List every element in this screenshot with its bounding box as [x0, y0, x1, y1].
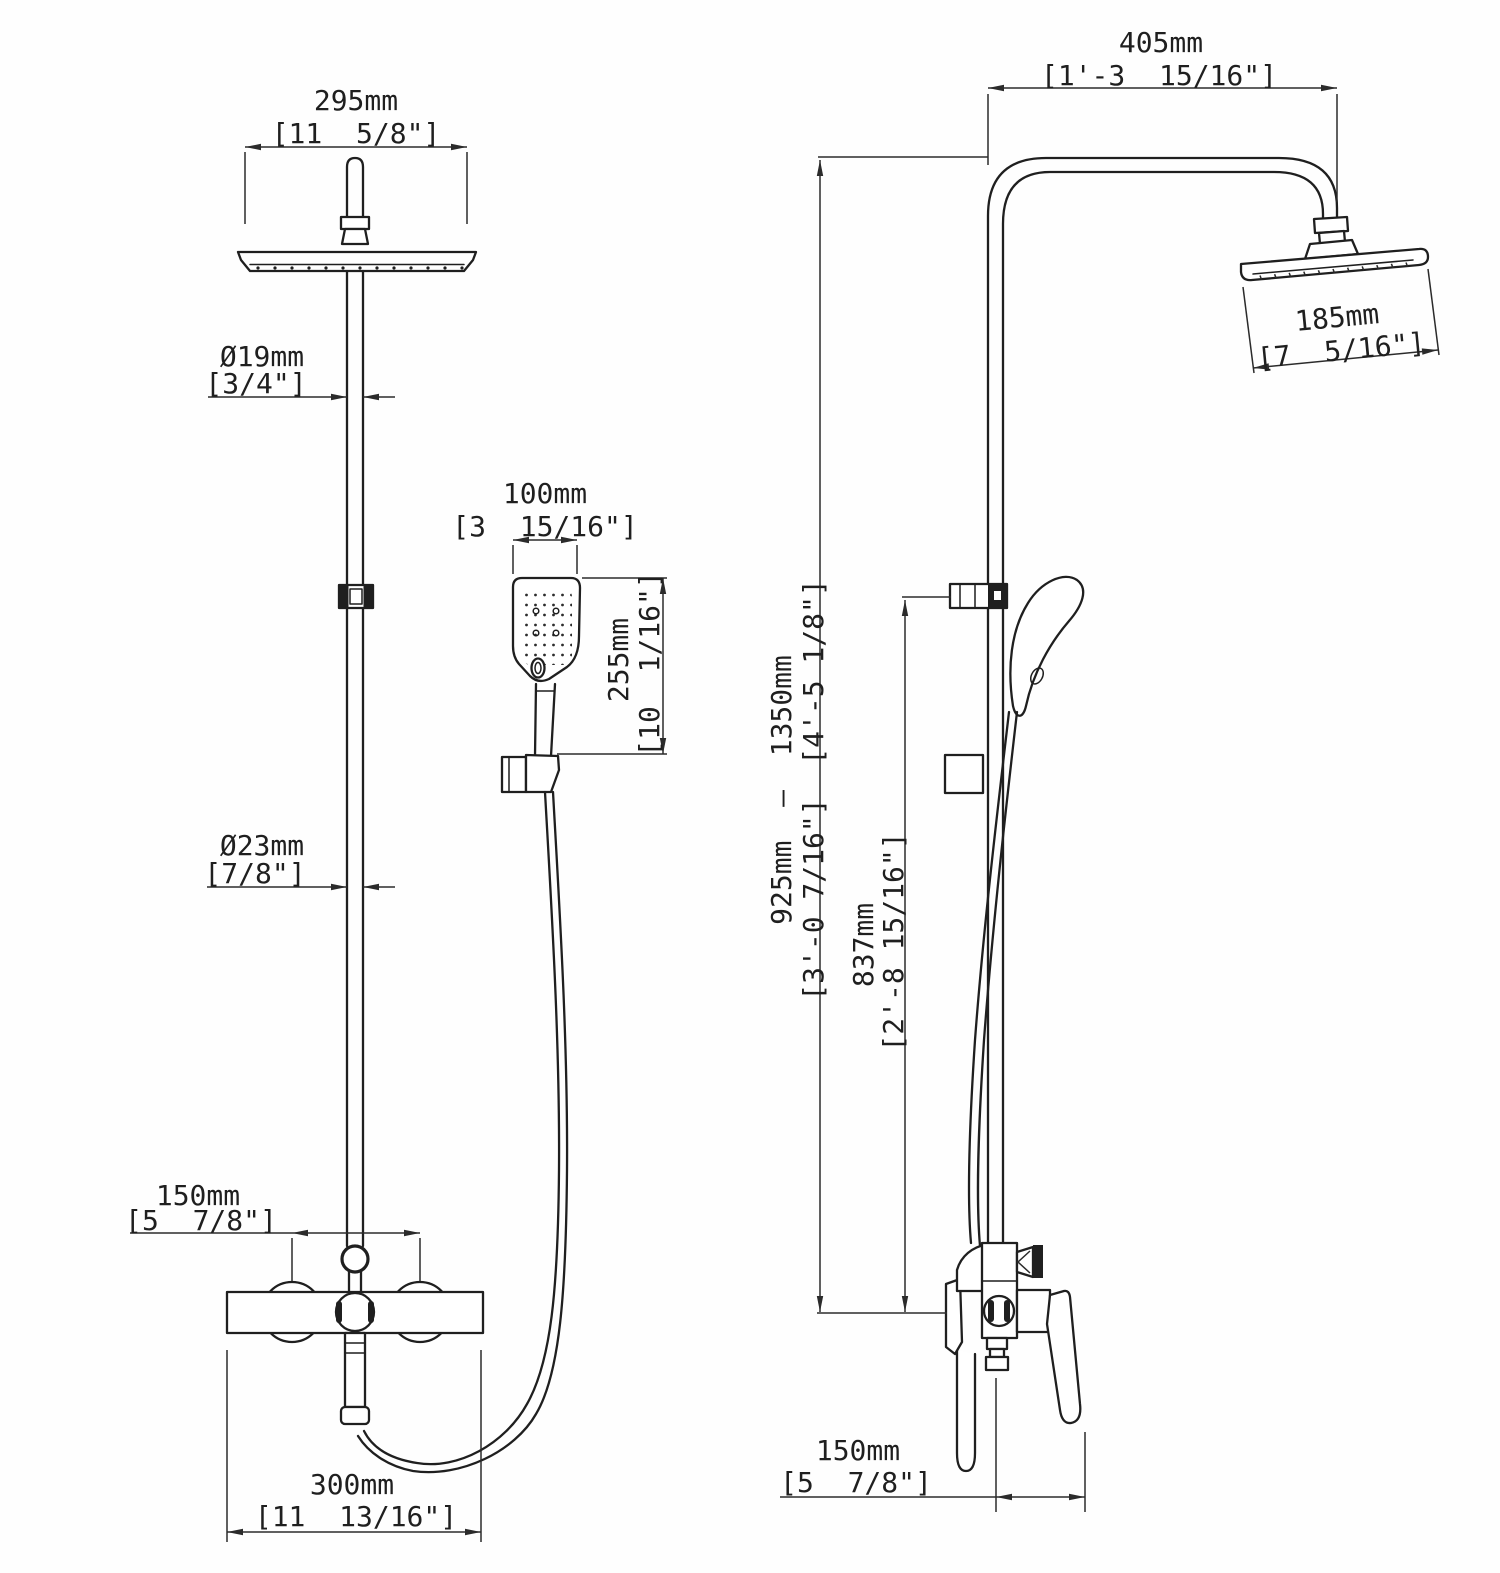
hose-side: [955, 710, 1019, 1473]
head-plate-side: [1239, 247, 1430, 282]
dim-hose-height-mm: 837mm: [847, 903, 880, 987]
dim-arm-diameter-in: [3/4"]: [205, 367, 306, 400]
dim-arm-reach-in: [1'-3 15/16"]: [1041, 59, 1277, 92]
dim-body-width-mm: 300mm: [310, 1468, 394, 1501]
dim-inlet-spacing-mm: 150mm: [156, 1179, 240, 1212]
side-view: 405mm [1'-3 15/16"] 185mm [7 5/16"] 925m…: [765, 26, 1440, 1512]
riser-pipe-front: [337, 269, 375, 1248]
lower-bracket-side: [943, 753, 985, 795]
dim-body-width-in: [11 13/16"]: [255, 1500, 457, 1533]
head-nozzle-ticks: [1259, 262, 1409, 280]
dim-head-width: 295mm [11 5/8"]: [244, 84, 468, 224]
dim-hand-shower-height: 255mm [10 1/16"]: [557, 571, 667, 757]
dim-spout-reach: 150mm [5 7/8"]: [780, 1378, 1086, 1512]
dim-hose-height: 837mm [2'-8 15/16"]: [847, 596, 951, 1312]
hose-nipple: [985, 1336, 1009, 1351]
arm-flare: [340, 227, 370, 246]
dim-height-range-in: [3'-0 7/16"] [4'-5 1/8"]: [797, 579, 830, 1000]
dim-arm-reach-mm: 405mm: [1119, 26, 1203, 59]
valve-outlet: [1015, 1245, 1035, 1279]
dim-hand-shower-width-mm: 100mm: [503, 477, 587, 510]
dim-arm-diameter-mm: Ø19mm: [220, 340, 304, 373]
slider-bracket-side: [948, 582, 1009, 610]
holder-clip: [524, 753, 561, 794]
dim-spout-reach-mm: 150mm: [816, 1434, 900, 1467]
hand-shower-spray-dots: [521, 587, 572, 665]
cartridge-hub: [1015, 1288, 1052, 1334]
dim-riser-diameter-in: [7/8"]: [204, 857, 305, 890]
dim-hand-shower-height-in: [10 1/16"]: [633, 571, 666, 756]
valve-body-side: [944, 1241, 1082, 1425]
faucet-body-front: [225, 1244, 485, 1426]
dim-head-width-in: [11 5/8"]: [272, 117, 441, 150]
riser-joint: [340, 1244, 370, 1274]
dim-riser-diameter: Ø23mm [7/8"]: [204, 829, 395, 891]
head-nozzle-dots: [256, 266, 464, 270]
rain-shower-head-side: [1239, 247, 1430, 282]
mode-button-side: [1029, 667, 1045, 685]
holder-wall-mount: [500, 755, 528, 794]
rain-shower-head-front: [236, 156, 478, 273]
front-view: 295mm [11 5/8"] Ø19mm [3/4"] 100mm [3 15…: [125, 84, 667, 1542]
dim-head-depth-in: [7 5/16"]: [1256, 326, 1427, 375]
dim-body-width: 300mm [11 13/16"]: [226, 1350, 482, 1542]
mode-button: [530, 657, 546, 679]
dim-head-depth: 185mm [7 5/16"]: [1242, 268, 1440, 375]
tub-spout: [343, 1331, 367, 1409]
dim-hose-height-in: [2'-8 15/16"]: [877, 832, 910, 1051]
dim-hand-shower-width: 100mm [3 15/16"]: [452, 477, 638, 574]
dim-hand-shower-width-in: [3 15/16"]: [452, 510, 637, 543]
dim-inlet-spacing-in: [5 7/8"]: [125, 1204, 277, 1237]
dim-hand-shower-height-mm: 255mm: [602, 618, 635, 702]
hand-shower-front: [500, 576, 582, 794]
dim-inlet-spacing: 150mm [5 7/8"]: [125, 1179, 421, 1281]
hand-shower-handle: [533, 682, 557, 758]
dim-head-width-mm: 295mm: [314, 84, 398, 117]
dim-height-range: 925mm — 1350mm [3'-0 7/16"] [4'-5 1/8"]: [765, 156, 988, 1314]
dim-height-range-mm: 925mm — 1350mm: [765, 655, 798, 925]
hanging-hose-loop: [955, 1348, 977, 1473]
dim-riser-diameter-mm: Ø23mm: [220, 829, 304, 862]
head-nut-side: [1312, 215, 1350, 235]
hand-shower-side: [1009, 575, 1085, 717]
spout-cap: [339, 1405, 371, 1426]
dim-arm-reach: 405mm [1'-3 15/16"]: [987, 26, 1338, 202]
head-plate-front: [236, 250, 478, 273]
dim-arm-diameter: Ø19mm [3/4"]: [205, 340, 395, 401]
dim-spout-reach-in: [5 7/8"]: [780, 1466, 932, 1499]
shower-arm-front: [345, 156, 365, 219]
hose-front: [356, 790, 569, 1474]
lever-handle: [1045, 1289, 1082, 1425]
dim-head-depth-mm: 185mm: [1294, 297, 1381, 338]
arm-nut: [339, 215, 371, 231]
